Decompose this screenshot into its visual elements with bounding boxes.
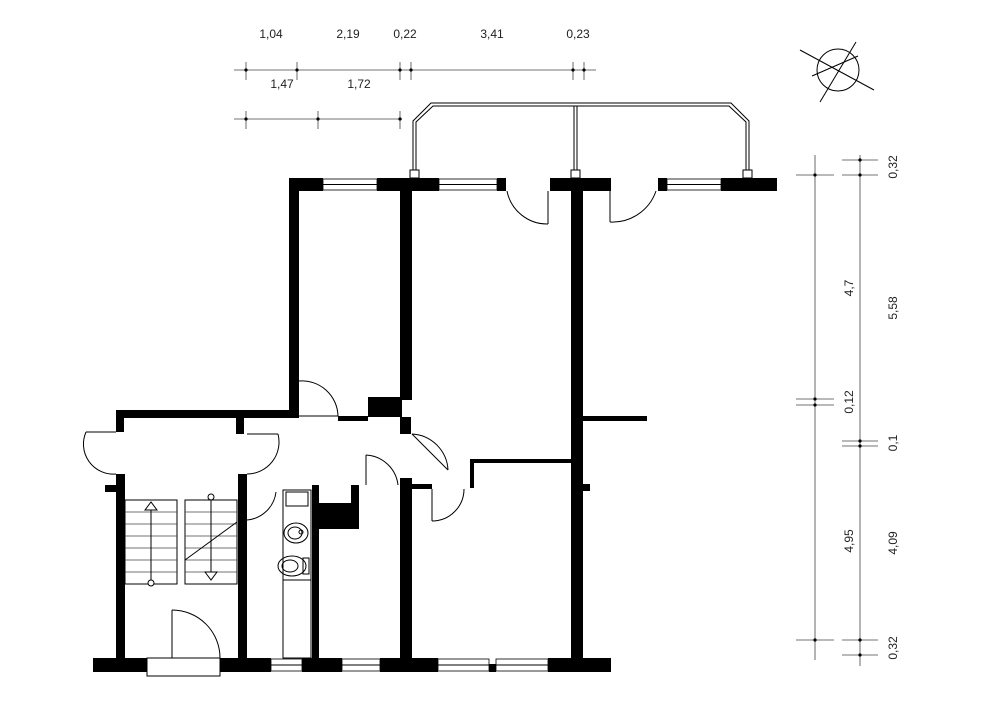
dim-label: 0,22: [393, 27, 417, 41]
dim-label: 4,95: [842, 529, 856, 553]
walls: [93, 178, 777, 672]
dim-label: 2,19: [336, 27, 360, 41]
dim-label: 0,32: [886, 155, 900, 179]
dim-label: 3,41: [480, 27, 504, 41]
dim-label: 0,32: [886, 636, 900, 660]
dim-label: 1,47: [270, 77, 294, 91]
dim-label: 0,1: [886, 434, 900, 451]
dim-label: 4,09: [886, 531, 900, 555]
dim-label: 0,23: [566, 27, 590, 41]
north-arrow-icon: [799, 41, 875, 103]
staircase: [124, 493, 238, 587]
dim-label: 1,72: [347, 77, 371, 91]
dim-label: 4,7: [842, 279, 856, 296]
dim-label: 0,12: [842, 390, 856, 414]
dim-label: 5,58: [886, 296, 900, 320]
dim-label: 1,04: [259, 27, 283, 41]
top-dimension-chain: 1,04 2,19 0,22 3,41 0,23 1,47 1,72: [234, 27, 596, 129]
windows: [270, 178, 722, 672]
doors: [82, 190, 657, 677]
balcony-outline: [409, 102, 753, 179]
bathroom-fixtures: [277, 489, 312, 659]
right-dimension-chain: 4,7 0,12 4,95 0,32 5,58 0,1 4,09 0,32: [796, 155, 900, 666]
